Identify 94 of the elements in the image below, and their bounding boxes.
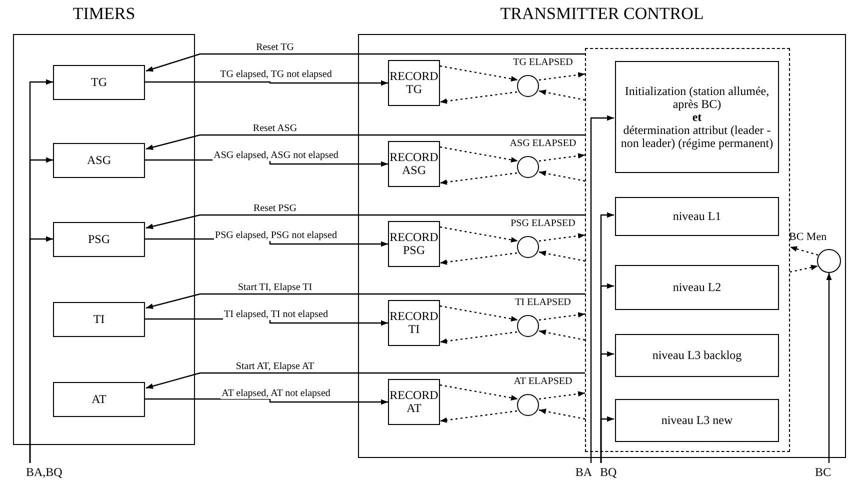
dotted-arrow [538, 90, 586, 101]
box-text: détermination attribut (leader - non leader) (régime permanent) [620, 124, 774, 150]
dotted-arrow [538, 312, 586, 321]
dotted-arrow [440, 305, 518, 322]
edge-label: TG elapsed, TG not elapsed [219, 69, 333, 80]
box-text: RECORD PSG [390, 231, 438, 257]
box-text: TG [91, 76, 107, 89]
dotted-arrow [790, 264, 818, 273]
dotted-arrow [440, 91, 518, 104]
dotted-arrow [538, 408, 586, 420]
record-box [388, 379, 440, 425]
arrow [146, 134, 585, 150]
signal-label: BC [815, 463, 846, 481]
edge-label: Start TI, Elapse TI [236, 282, 314, 293]
box-text: AT [92, 393, 106, 406]
box-text: RECORD TG [390, 70, 438, 96]
record-box [388, 221, 440, 267]
dotted-arrow [440, 410, 518, 423]
arrow [145, 80, 388, 86]
signal-label: BQ [600, 463, 628, 481]
state-box [615, 399, 779, 442]
record-box [388, 141, 440, 187]
state-box [615, 61, 779, 173]
dotted-arrow [538, 330, 586, 341]
dotted-arrow [440, 146, 518, 163]
box-text: niveau L3 backlog [652, 349, 742, 362]
edge-label: TG ELAPSED [512, 57, 574, 68]
signal-label: BA,BQ [26, 463, 80, 481]
box-text: niveau L2 [672, 281, 722, 294]
place-circle [517, 75, 539, 97]
record-box [388, 60, 440, 106]
box-text: TI [93, 313, 105, 326]
state-box [615, 334, 779, 377]
arrow [145, 398, 388, 405]
state-box [615, 265, 779, 310]
place-circle [817, 249, 841, 273]
place-circle [517, 315, 539, 337]
box-text: ASG [86, 154, 111, 167]
state-box [615, 197, 779, 236]
dotted-arrow [790, 246, 818, 256]
dotted-arrow [538, 250, 586, 262]
timer-box [53, 65, 145, 100]
arrow [826, 273, 832, 463]
dotted-arrow [538, 153, 586, 162]
edge-label: Reset ASG [252, 123, 298, 134]
dotted-arrow [440, 384, 518, 401]
dotted-arrow [538, 170, 586, 182]
arrow [146, 53, 585, 72]
dotted-arrow [440, 331, 518, 344]
box-text: niveau L1 [672, 210, 722, 223]
dotted-arrow [538, 233, 586, 242]
edge-label: TI elapsed, TI not elapsed [223, 309, 329, 320]
arrow [146, 372, 585, 389]
edge-label: Start AT, Elapse AT [234, 361, 316, 372]
box-text: et [692, 110, 702, 124]
edge-label: PSG elapsed, PSG not elapsed [214, 230, 338, 241]
timer-box [53, 143, 145, 178]
group-title: TIMERS [72, 4, 136, 24]
edge-label: AT ELAPSED [512, 376, 574, 387]
box-text: niveau L3 new [661, 414, 733, 427]
edge-label: TI ELAPSED [514, 297, 572, 308]
dotted-arrow [538, 391, 586, 400]
place-circle [517, 394, 539, 416]
place-circle [517, 236, 539, 258]
box-text: RECORD ASG [390, 151, 438, 177]
box-text: RECORD AT [390, 389, 438, 415]
edge-label: AT elapsed, AT not elapsed [220, 388, 332, 399]
group-title: TRANSMITTER CONTROL [499, 4, 705, 24]
arrow [590, 115, 614, 463]
dotted-arrow [440, 252, 518, 265]
timer-box [53, 222, 145, 257]
dotted-arrow [440, 226, 518, 243]
arrow [600, 416, 614, 463]
circle-caption: BC Men [789, 231, 827, 243]
record-box [388, 300, 440, 346]
timer-box [53, 382, 145, 417]
dashed-boundary [585, 48, 790, 452]
dotted-arrow [440, 172, 518, 185]
edge-label: Reset PSG [252, 203, 298, 214]
arrow [29, 236, 53, 463]
edge-label: PSG ELAPSED [510, 218, 576, 229]
box-text: Initialization (station allumée, après BC) [624, 84, 770, 110]
edge-label: Reset TG [255, 42, 295, 53]
dotted-arrow [440, 65, 518, 82]
arrow [146, 214, 585, 230]
edge-label: ASG ELAPSED [508, 138, 578, 149]
signal-label: BA [563, 463, 592, 481]
box-text: PSG [88, 233, 110, 246]
timer-box [53, 302, 145, 337]
edge-label: ASG elapsed, ASG not elapsed [212, 150, 340, 161]
dotted-arrow [538, 72, 586, 81]
arrow [146, 293, 585, 309]
box-text: RECORD TI [390, 310, 438, 336]
place-circle [517, 156, 539, 178]
